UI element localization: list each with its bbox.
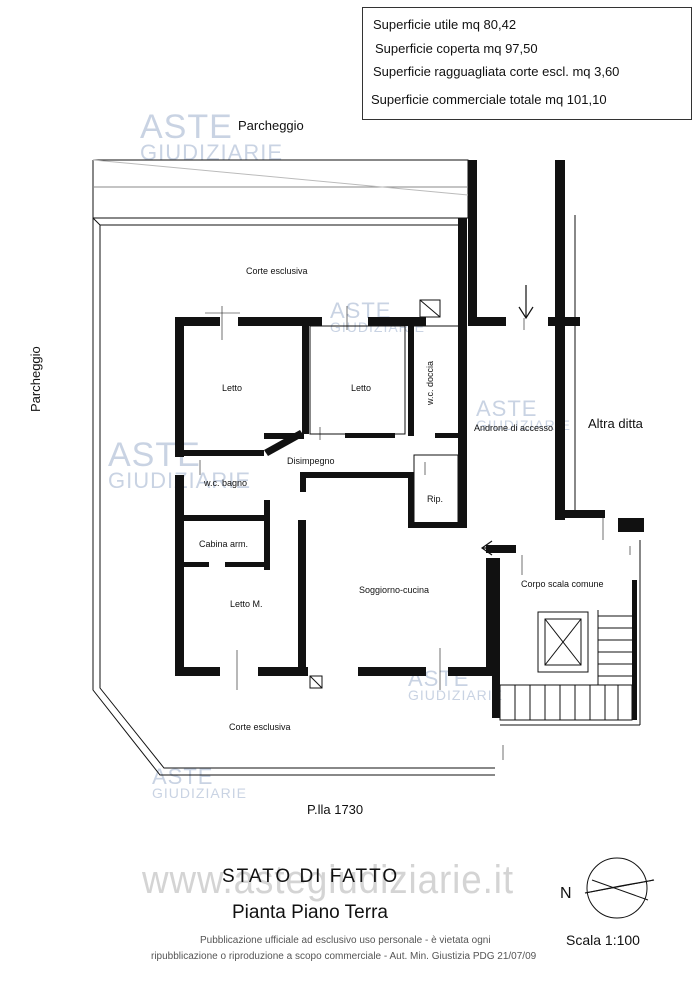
label-letto-1: Letto: [222, 383, 243, 393]
label-androne: Androne di accesso: [474, 423, 554, 433]
wall: [468, 317, 506, 326]
wall: [184, 450, 264, 456]
wall: [184, 515, 269, 521]
wall: [175, 667, 220, 676]
wall: [258, 667, 308, 676]
superficie-ragguagliata: Superficie ragguagliata corte escl. mq 3…: [373, 64, 620, 79]
wall: [358, 667, 426, 676]
wall: [486, 558, 495, 676]
stair-treads: [514, 610, 632, 720]
wall: [238, 317, 322, 326]
footer-line-2: ripubblicazione o riproduzione a scopo c…: [151, 951, 537, 962]
wall: [175, 317, 220, 326]
label-particella: P.lla 1730: [307, 802, 364, 817]
wall: [618, 518, 644, 532]
surface-info-box: Superficie utile mq 80,42 Superficie cop…: [362, 7, 692, 120]
watermark-logo: ASTE GIUDIZIARIE: [152, 764, 248, 801]
compass-rose: [584, 857, 655, 919]
wall: [184, 562, 209, 567]
wall: [632, 580, 637, 720]
wall: [408, 472, 414, 527]
footer-line-1: Pubblicazione ufficiale ad esclusivo uso…: [200, 935, 491, 946]
wall: [468, 160, 477, 320]
label-wc-doccia: w.c. doccia: [425, 360, 435, 405]
superficie-commerciale: Superficie commerciale totale mq 101,10: [371, 92, 607, 107]
wall: [458, 218, 467, 528]
label-soggiorno: Soggiorno-cucina: [359, 585, 430, 595]
wall: [302, 326, 309, 434]
watermark-logo: ASTE GIUDIZIARIE: [476, 396, 572, 433]
superficie-coperta: Superficie coperta mq 97,50: [375, 41, 538, 56]
label-corte-top: Corte esclusiva: [246, 266, 308, 276]
lift: [537, 611, 589, 673]
label-wc-bagno: w.c. bagno: [204, 478, 248, 488]
label-altra-ditta: Altra ditta: [588, 416, 643, 431]
wall: [298, 520, 306, 675]
label-rip: Rip.: [427, 494, 444, 504]
wall: [486, 545, 516, 553]
watermark-url: www.astegiudiziarie.it: [142, 858, 515, 902]
scale-label: Scala 1:100: [566, 932, 640, 948]
wall: [435, 433, 460, 438]
wall: [368, 317, 426, 326]
label-cabina: Cabina arm.: [199, 539, 249, 549]
wall: [492, 558, 500, 718]
wall: [175, 475, 184, 515]
wall: [175, 515, 184, 675]
drawing-title: STATO DI FATTO: [222, 866, 400, 887]
wall: [555, 160, 565, 520]
label-corpo-scala: Corpo scala comune: [521, 579, 604, 589]
compass-north-letter: N: [560, 885, 572, 902]
drawing-subtitle: Pianta Piano Terra: [232, 902, 388, 923]
label-parcheggio-top: Parcheggio: [238, 118, 304, 133]
watermark-logo: ASTE GIUDIZIARIE: [140, 108, 284, 165]
wall: [408, 326, 414, 436]
wall: [264, 500, 270, 570]
wall: [175, 317, 184, 457]
stairs: [499, 684, 633, 721]
wall: [448, 667, 493, 676]
superficie-utile: Superficie utile mq 80,42: [373, 17, 517, 32]
label-parcheggio-left: Parcheggio: [28, 346, 43, 412]
wall: [565, 510, 605, 518]
label-corte-bottom: Corte esclusiva: [229, 722, 291, 732]
label-letto-2: Letto: [351, 383, 372, 393]
corte-boundary: [92, 218, 495, 776]
site-boundary: [92, 159, 469, 219]
wall: [264, 433, 304, 439]
wall: [225, 562, 270, 567]
wall: [300, 472, 306, 492]
label-disimpegno: Disimpegno: [287, 456, 335, 466]
wall: [300, 472, 410, 478]
label-letto-m: Letto M.: [230, 599, 263, 609]
wall: [345, 433, 395, 438]
